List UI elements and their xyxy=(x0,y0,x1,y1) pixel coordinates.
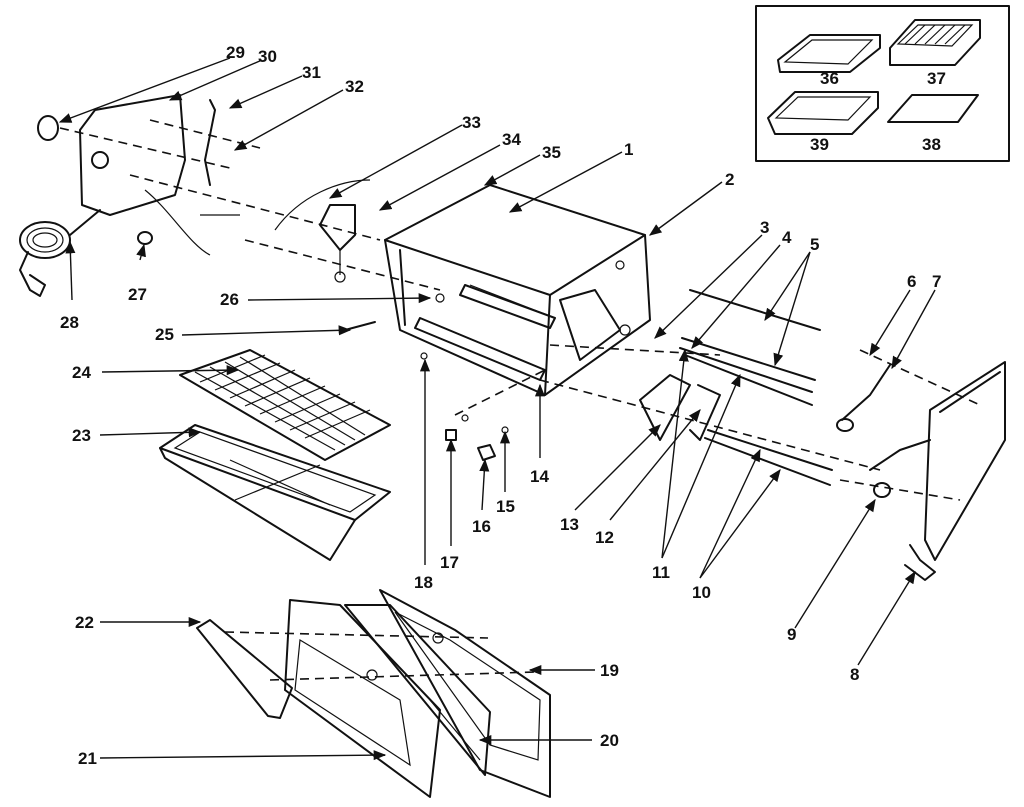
part-22-door-handle xyxy=(196,619,293,719)
part-30-side-panel xyxy=(79,94,186,216)
part-1-oven-body xyxy=(384,184,651,396)
callout-labels: 29 30 31 32 33 34 35 1 2 3 4 5 6 7 8 9 1… xyxy=(60,43,941,768)
callout-7: 7 xyxy=(932,272,941,291)
part-21-door-frame xyxy=(284,599,441,798)
part-28-power-cord xyxy=(19,209,101,297)
part-31-thermostat xyxy=(204,99,216,186)
right-side-assembly xyxy=(539,289,1006,581)
callout-1: 1 xyxy=(624,140,633,159)
callout-20: 20 xyxy=(600,731,619,750)
callout-3: 3 xyxy=(760,218,769,237)
callout-6: 6 xyxy=(907,272,916,291)
part-12-spring xyxy=(689,384,721,441)
callout-39: 39 xyxy=(810,135,829,154)
part-38-crumb-tray xyxy=(887,94,979,123)
callout-26: 26 xyxy=(220,290,239,309)
callout-37: 37 xyxy=(927,69,946,88)
callout-27: 27 xyxy=(128,285,147,304)
callout-32: 32 xyxy=(345,77,364,96)
part-24-oven-rack xyxy=(179,349,391,461)
callout-16: 16 xyxy=(472,517,491,536)
callout-2: 2 xyxy=(725,170,734,189)
callout-5: 5 xyxy=(810,235,819,254)
part-16-foot xyxy=(477,444,496,461)
part-13-bracket xyxy=(639,374,691,441)
part-8-right-panel xyxy=(924,361,1006,561)
callout-18: 18 xyxy=(414,573,433,592)
part-20-door-panel xyxy=(379,589,551,798)
callout-25: 25 xyxy=(155,325,174,344)
small-parts xyxy=(344,293,546,461)
part-18-screw xyxy=(420,352,428,360)
callout-15: 15 xyxy=(496,497,515,516)
part-37-broil-pan xyxy=(889,19,981,66)
part-5-rod-upper xyxy=(689,289,821,331)
callout-33: 33 xyxy=(462,113,481,132)
part-17-foot xyxy=(445,429,457,441)
part-7-arm xyxy=(841,364,891,421)
part-29-knob xyxy=(37,115,59,141)
callout-9: 9 xyxy=(787,625,796,644)
callout-22: 22 xyxy=(75,613,94,632)
door-assembly xyxy=(196,589,551,798)
callout-19: 19 xyxy=(600,661,619,680)
callout-31: 31 xyxy=(302,63,321,82)
left-side-assembly xyxy=(19,94,441,297)
callout-11: 11 xyxy=(652,563,670,582)
part-13-latch-mechanism xyxy=(559,289,621,361)
accessory-inset: 36 37 39 38 xyxy=(755,5,1010,162)
part-10-rod xyxy=(707,429,833,471)
part-25-spring xyxy=(344,321,376,331)
part-11-rod xyxy=(681,337,816,381)
part-20-glass xyxy=(344,604,491,776)
callout-4: 4 xyxy=(782,228,792,247)
callout-21: 21 xyxy=(78,749,97,768)
callout-17: 17 xyxy=(440,553,459,572)
part-26-upper-element xyxy=(459,284,556,329)
callout-36: 36 xyxy=(820,69,839,88)
part-36-tray xyxy=(777,34,881,73)
callout-13: 13 xyxy=(560,515,579,534)
part-39-deep-pan xyxy=(767,91,879,135)
leader-lines xyxy=(58,57,936,761)
callout-34: 34 xyxy=(502,130,521,149)
callout-30: 30 xyxy=(258,47,277,66)
part-33-switch xyxy=(319,204,356,251)
part-27-grommet xyxy=(137,231,153,245)
part-4-rail xyxy=(684,354,813,406)
lower-element xyxy=(414,317,546,381)
callout-10: 10 xyxy=(692,583,711,602)
callout-24: 24 xyxy=(72,363,91,382)
callout-38: 38 xyxy=(922,135,941,154)
callout-35: 35 xyxy=(542,143,561,162)
callout-29: 29 xyxy=(226,43,245,62)
callout-28: 28 xyxy=(60,313,79,332)
callout-14: 14 xyxy=(530,467,549,486)
callout-12: 12 xyxy=(595,528,614,547)
callout-8: 8 xyxy=(850,665,859,684)
callout-23: 23 xyxy=(72,426,91,445)
part-9-hinge xyxy=(869,439,931,471)
wire-harness xyxy=(144,189,211,256)
part-23-crumb-tray xyxy=(159,424,391,561)
